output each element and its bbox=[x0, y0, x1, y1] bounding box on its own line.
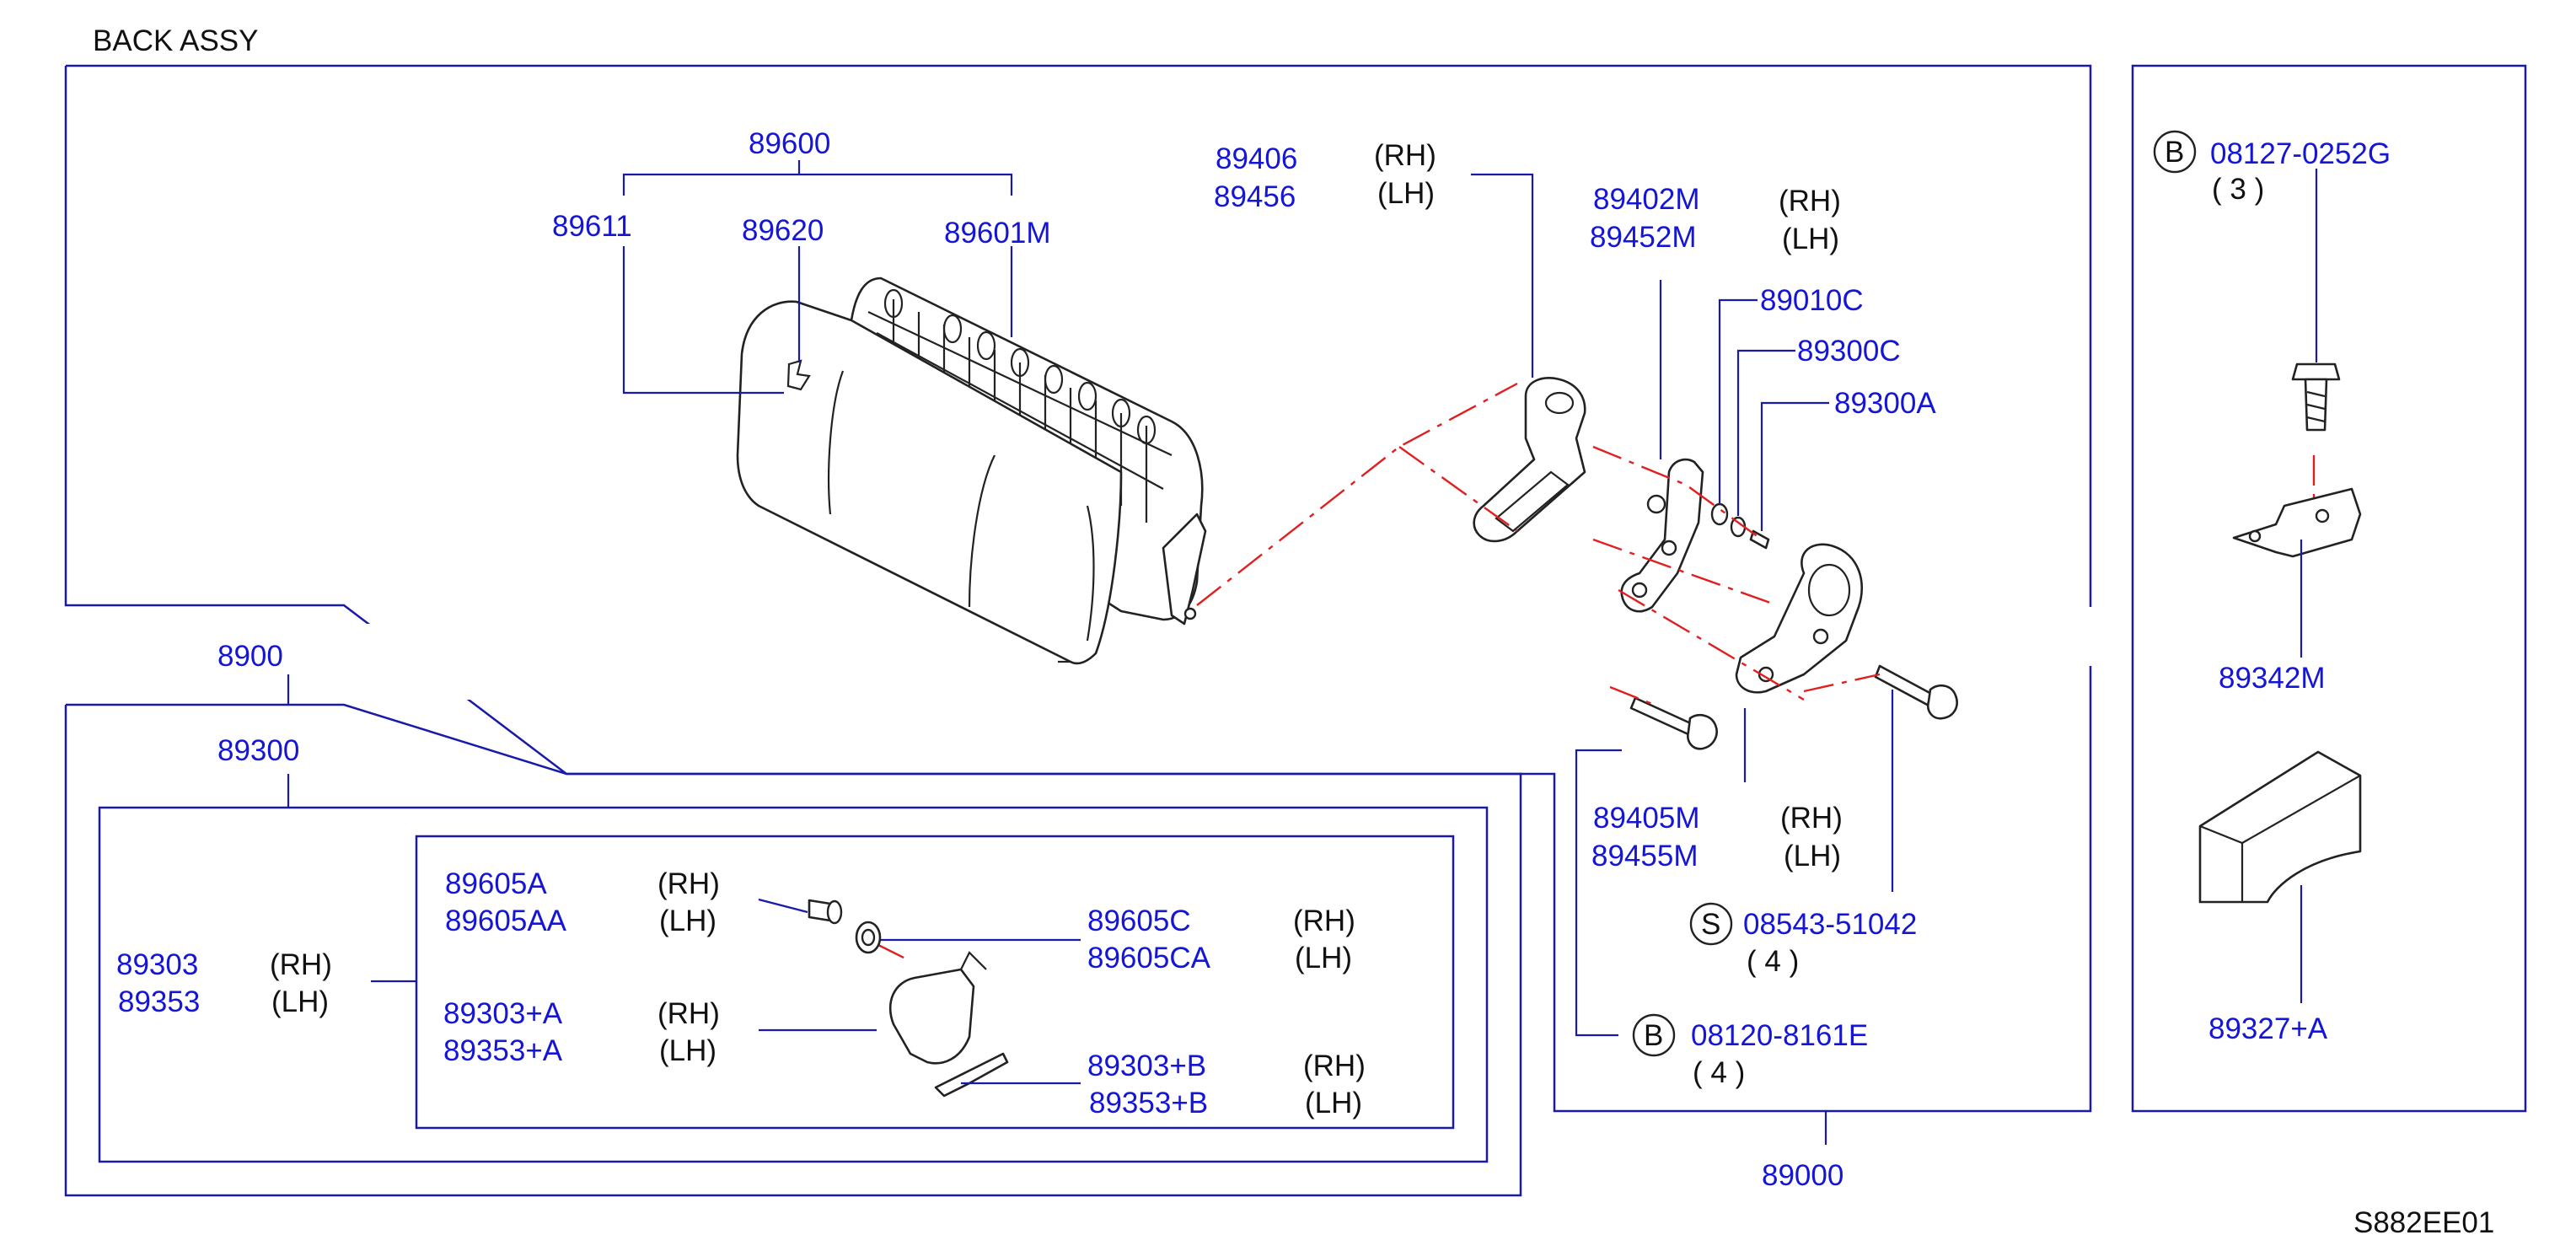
part-89452M[interactable]: 89452M bbox=[1590, 221, 1696, 254]
part-89456[interactable]: 89456 bbox=[1214, 180, 1296, 213]
qty-08127: ( 3 ) bbox=[2212, 173, 2264, 206]
side-rh: (RH) bbox=[657, 867, 720, 900]
side-lh: (LH) bbox=[1784, 840, 1841, 872]
part-89402M[interactable]: 89402M bbox=[1593, 183, 1699, 216]
part-89605CA[interactable]: 89605CA bbox=[1087, 942, 1211, 974]
alignment-lines bbox=[876, 382, 2316, 963]
frame-89300 bbox=[64, 703, 1522, 1197]
side-lh: (LH) bbox=[1305, 1087, 1362, 1119]
side-lh: (LH) bbox=[271, 985, 329, 1018]
diagram-title: BACK ASSY bbox=[93, 24, 258, 57]
part-89000[interactable]: 89000 bbox=[1762, 1159, 1843, 1192]
part-08543-51042[interactable]: 08543-51042 bbox=[1743, 908, 1917, 941]
side-rh: (RH) bbox=[1779, 185, 1841, 217]
part-89303[interactable]: 89303 bbox=[116, 948, 198, 981]
part-89303A[interactable]: 89303+A bbox=[443, 997, 563, 1030]
marker-b: B bbox=[2165, 136, 2184, 169]
part-89600[interactable]: 89600 bbox=[749, 127, 830, 160]
line-break-mask bbox=[337, 624, 590, 700]
part-89620[interactable]: 89620 bbox=[742, 214, 824, 247]
bolt-08543-drawing bbox=[1874, 664, 1958, 720]
part-89300[interactable]: 89300 bbox=[217, 734, 299, 767]
side-rh: (RH) bbox=[657, 997, 720, 1030]
side-rh: (RH) bbox=[1780, 802, 1843, 835]
part-89605A[interactable]: 89605A bbox=[445, 867, 547, 900]
side-lh: (LH) bbox=[1377, 177, 1435, 210]
hinge-89406-drawing bbox=[1473, 377, 1586, 543]
side-lh: (LH) bbox=[659, 905, 716, 937]
marker-s-circle bbox=[1689, 902, 1733, 946]
marker-b-circle bbox=[1632, 1013, 1676, 1057]
bush-89605C-drawing bbox=[855, 921, 882, 954]
part-89353A[interactable]: 89353+A bbox=[443, 1034, 563, 1067]
part-89406[interactable]: 89406 bbox=[1216, 142, 1297, 175]
pin-89605A-drawing bbox=[808, 899, 843, 925]
leader-lines bbox=[287, 160, 2318, 1145]
frame-89000 bbox=[64, 64, 2092, 1113]
side-rh: (RH) bbox=[270, 948, 332, 981]
part-89611[interactable]: 89611 bbox=[552, 210, 632, 243]
part-08120-8161E[interactable]: 08120-8161E bbox=[1691, 1019, 1868, 1052]
cover-89303B-drawing bbox=[934, 1052, 1009, 1098]
qty-08120: ( 4 ) bbox=[1693, 1056, 1745, 1089]
part-89353[interactable]: 89353 bbox=[118, 985, 200, 1018]
side-lh: (LH) bbox=[659, 1034, 716, 1067]
part-8900-partial[interactable]: 8900 bbox=[217, 640, 283, 673]
side-rh: (RH) bbox=[1374, 139, 1436, 172]
part-89342M[interactable]: 89342M bbox=[2219, 662, 2325, 695]
diagram-code: S882EE01 bbox=[2353, 1206, 2494, 1239]
part-89010C[interactable]: 89010C bbox=[1760, 284, 1864, 317]
part-89455M[interactable]: 89455M bbox=[1591, 840, 1698, 872]
frame-89303 bbox=[98, 806, 1489, 1163]
side-lh: (LH) bbox=[1782, 223, 1839, 255]
marker-b-circle bbox=[2153, 130, 2197, 174]
side-rh: (RH) bbox=[1293, 905, 1355, 937]
pin-89405M-drawing bbox=[1629, 696, 1718, 750]
part-89300C[interactable]: 89300C bbox=[1797, 335, 1901, 368]
side-rh: (RH) bbox=[1303, 1050, 1366, 1082]
hinge-base-drawing bbox=[1735, 543, 1863, 694]
qty-08543: ( 4 ) bbox=[1747, 945, 1799, 978]
hinge-89402M-drawing bbox=[1620, 458, 1704, 613]
seat-back-drawing bbox=[736, 277, 1207, 665]
part-89601M[interactable]: 89601M bbox=[944, 217, 1050, 250]
bracket-89342M-drawing bbox=[2232, 487, 2362, 558]
cover-89303A-drawing bbox=[888, 951, 987, 1065]
part-89300A[interactable]: 89300A bbox=[1834, 387, 1936, 420]
marker-b: B bbox=[1644, 1019, 1663, 1052]
frame-bolt-panel bbox=[2131, 64, 2527, 1113]
part-89605AA[interactable]: 89605AA bbox=[445, 905, 567, 937]
bolt-08127-drawing bbox=[2291, 362, 2341, 432]
line-break-mask-right bbox=[2057, 607, 2124, 666]
part-89405M[interactable]: 89405M bbox=[1593, 802, 1699, 835]
part-08127-0252G[interactable]: 08127-0252G bbox=[2210, 137, 2391, 170]
part-89605C[interactable]: 89605C bbox=[1087, 905, 1191, 937]
cover-89327A-drawing bbox=[2198, 750, 2362, 904]
part-89303B[interactable]: 89303+B bbox=[1087, 1050, 1206, 1082]
side-lh: (LH) bbox=[1295, 942, 1352, 974]
marker-s: S bbox=[1701, 908, 1720, 941]
part-89327A[interactable]: 89327+A bbox=[2208, 1012, 2328, 1045]
part-89353B[interactable]: 89353+B bbox=[1089, 1087, 1208, 1119]
